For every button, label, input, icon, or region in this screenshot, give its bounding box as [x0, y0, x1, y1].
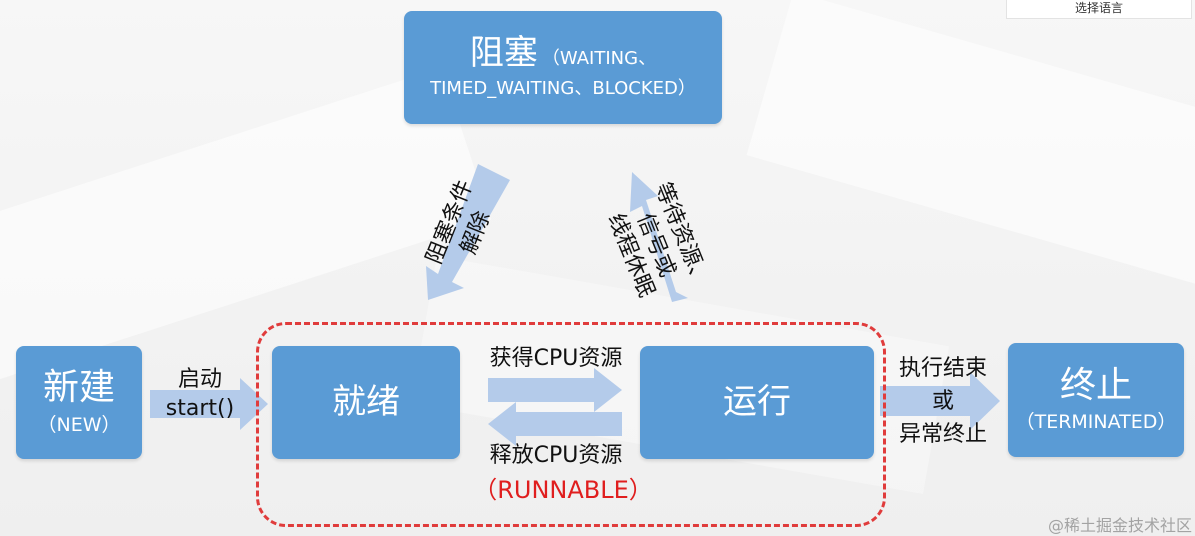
state-running: 运行: [640, 346, 874, 459]
state-terminated: 终止 （TERMINATED）: [1008, 343, 1184, 457]
state-terminated-detail: （TERMINATED）: [1015, 411, 1177, 434]
start-transition-label: 启动 start(): [150, 366, 250, 423]
runnable-group-border: [256, 322, 886, 527]
end-label-line3: 异常终止: [898, 422, 987, 447]
end-label-line1: 执行结束: [898, 356, 987, 381]
watermark: @稀土掘金技术社区: [1047, 516, 1192, 535]
terminate-transition-label: 执行结束 或 异常终止: [878, 352, 1008, 451]
terminate-arrow: [880, 372, 1000, 430]
end-label-line2: 或: [931, 389, 954, 414]
start-label-line1: 启动: [177, 367, 222, 392]
state-blocked-detail-2: TIMED_WAITING、BLOCKED）: [430, 78, 696, 100]
get-cpu-arrow: [488, 368, 622, 412]
language-select-tab[interactable]: 选择语言: [1006, 0, 1192, 19]
state-terminated-title: 终止: [1059, 364, 1132, 406]
runnable-label: （RUNNABLE）: [473, 476, 653, 504]
state-ready-title: 就绪: [332, 381, 400, 422]
state-new-title: 新建: [42, 367, 115, 409]
release-cpu-arrow: [488, 402, 622, 446]
state-ready: 就绪: [272, 346, 460, 459]
state-blocked: 阻塞 （WAITING、 TIMED_WAITING、BLOCKED）: [404, 11, 722, 124]
state-new-detail: （NEW）: [37, 413, 121, 436]
release-cpu-label: 释放CPU资源: [489, 443, 623, 468]
state-new: 新建 （NEW）: [16, 346, 142, 459]
state-blocked-title: 阻塞: [469, 32, 538, 73]
wait-arrow: [630, 172, 688, 302]
state-running-title: 运行: [723, 381, 791, 422]
state-blocked-detail-1: （WAITING、: [541, 47, 657, 69]
start-label-line2: start(): [165, 395, 235, 421]
start-arrow: [150, 378, 268, 430]
unblock-arrow: [426, 164, 510, 300]
get-cpu-label: 获得CPU资源: [489, 346, 623, 371]
